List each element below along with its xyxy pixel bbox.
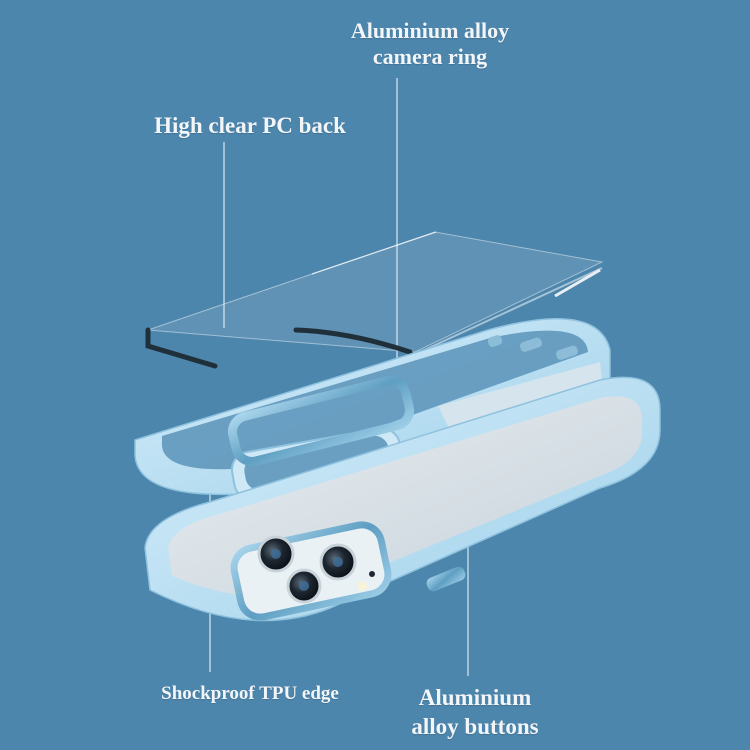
assembled-case [144,376,661,622]
label-buttons: Aluminium alloy buttons [380,684,570,742]
label-tpu-edge: Shockproof TPU edge [161,683,339,704]
label-camera-ring: Aluminium alloy camera ring [330,18,530,71]
aluminium-camera-ring [227,376,415,466]
label-camera-ring-line-1: Aluminium alloy [350,18,510,43]
label-buttons-line-1: Aluminium [418,685,532,710]
clear-pc-back-sheet [145,231,604,369]
label-buttons-line-2: alloy buttons [411,713,539,739]
label-pc-back: High clear PC back [154,113,346,138]
label-camera-ring-line-2: camera ring [372,44,488,70]
